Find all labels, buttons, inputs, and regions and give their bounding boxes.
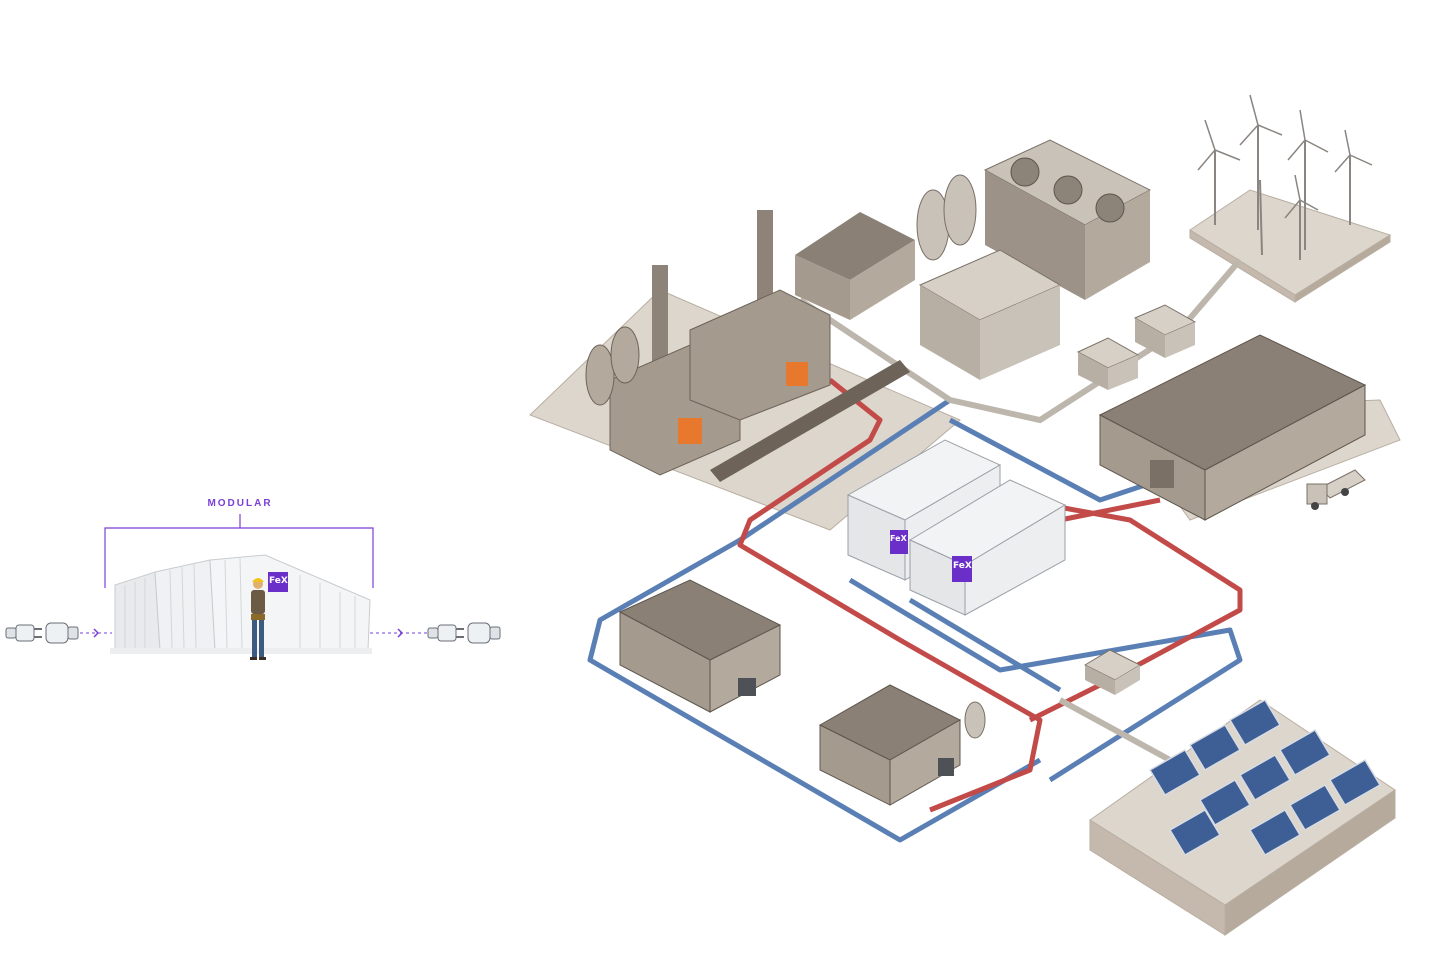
power-plug-icon: [427, 622, 501, 644]
junction-box: [1083, 649, 1142, 695]
turbine-hall: [918, 249, 1062, 380]
modular-bracket: [104, 514, 374, 588]
warehouse-bottom: [818, 684, 986, 806]
cold-pipes: [587, 397, 1243, 843]
fex-logo: [890, 530, 908, 554]
fex-container-2: [908, 479, 1067, 616]
arrow-right-icon: [93, 628, 100, 638]
fex-container-1: [846, 439, 1002, 581]
modular-label: MODULAR: [207, 498, 273, 509]
warehouse-left: [618, 579, 782, 713]
arrow-right-icon: [397, 628, 404, 638]
hot-pipes: [737, 378, 1243, 813]
fex-logo: [952, 556, 972, 582]
cooling-unit: [916, 139, 1152, 300]
wind-farm: [1197, 94, 1373, 260]
worker-figure: [250, 578, 266, 660]
truck: [1306, 469, 1366, 510]
furnace-factory: [585, 210, 910, 482]
fex-logo: [268, 572, 288, 592]
transformers: [1076, 304, 1197, 390]
solar-array: [1148, 698, 1382, 857]
power-plug-icon: [5, 622, 79, 644]
container-cluster: [110, 554, 372, 654]
large-warehouse: [1098, 334, 1367, 521]
warehouse-top: [795, 212, 915, 320]
